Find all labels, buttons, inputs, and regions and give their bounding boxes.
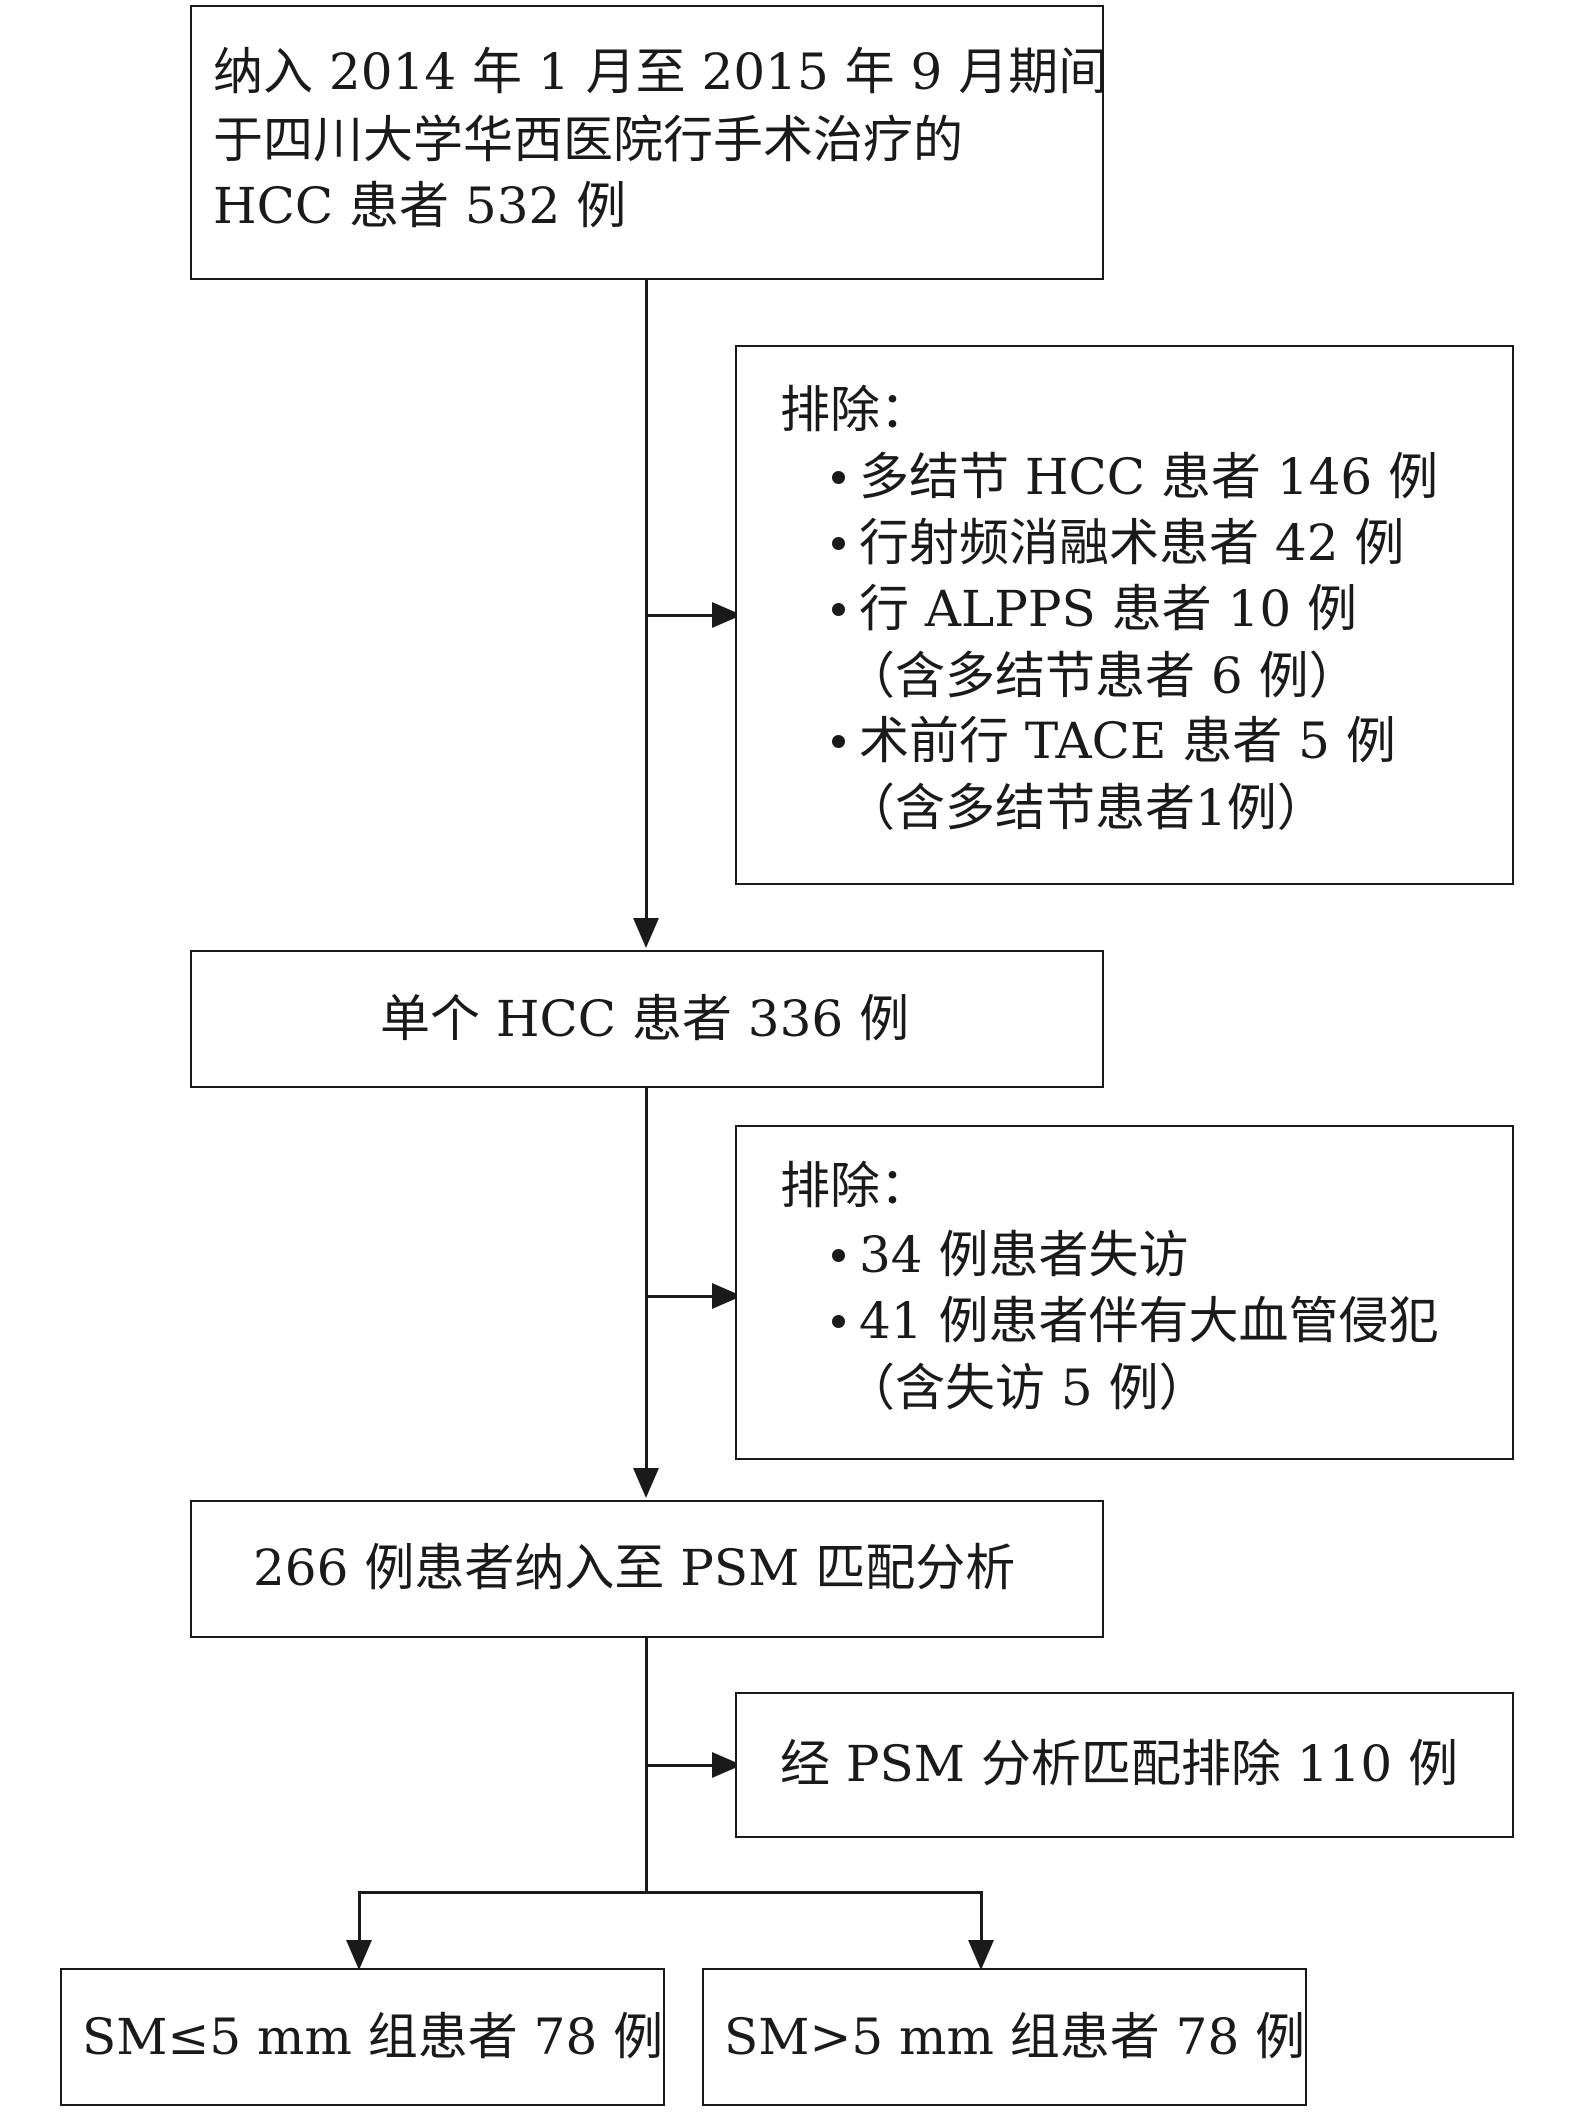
group-right-box (702, 1968, 1307, 2106)
bullet-icon (832, 1248, 845, 1262)
inclusion-line-2: 于四川大学华西医院行手术治疗的 (213, 111, 963, 169)
bullet-icon (832, 602, 845, 616)
exclusion-1-item-3: 行 ALPPS 患者 10 例 (832, 576, 1357, 642)
connector-branch-2 (646, 1295, 716, 1298)
single-hcc-text: 单个 HCC 患者 336 例 (380, 990, 910, 1048)
exclusion-1-note-2: （含多结节患者1例） (845, 779, 1327, 837)
connector-left-drop (358, 1891, 361, 1961)
connector-trunk-1 (645, 280, 648, 920)
connector-right-drop (980, 1891, 983, 1961)
exclusion-3-text: 经 PSM 分析匹配排除 110 例 (780, 1735, 1459, 1793)
group-right-text: SM>5 mm 组患者 78 例 (724, 2008, 1306, 2066)
bullet-icon (832, 1314, 845, 1328)
exclusion-1-note-1: （含多结节患者 6 例） (845, 647, 1359, 705)
connector-split (358, 1891, 983, 1894)
connector-branch-1 (646, 614, 716, 617)
exclusion-box-2 (735, 1125, 1514, 1460)
psm-text: 266 例患者纳入至 PSM 匹配分析 (253, 1539, 1016, 1597)
psm-box (190, 1500, 1104, 1638)
inclusion-line-1: 纳入 2014 年 1 月至 2015 年 9 月期间 (213, 43, 1109, 101)
group-left-box (60, 1968, 665, 2106)
arrow-to-left-group (346, 1940, 372, 1970)
single-hcc-box (190, 950, 1104, 1088)
arrow-to-right-group (968, 1940, 994, 1970)
exclusion-1-item-2: 行射频消融术患者 42 例 (832, 510, 1404, 576)
arrow-to-box3 (633, 1468, 659, 1498)
exclusion-1-item-1: 多结节 HCC 患者 146 例 (832, 444, 1438, 510)
exclusion-box-1 (735, 345, 1514, 885)
connector-branch-3 (646, 1764, 716, 1767)
group-left-text: SM≤5 mm 组患者 78 例 (82, 2008, 664, 2066)
arrow-to-box2 (633, 918, 659, 948)
inclusion-box (190, 5, 1104, 280)
exclusion-1-title: 排除： (780, 381, 930, 439)
exclusion-2-item-2: 41 例患者伴有大血管侵犯 (832, 1288, 1439, 1354)
inclusion-line-3: HCC 患者 532 例 (213, 177, 627, 235)
exclusion-2-note: （含失访 5 例） (845, 1359, 1209, 1417)
bullet-icon (832, 734, 845, 748)
exclusion-2-title: 排除： (780, 1157, 930, 1215)
exclusion-box-3 (735, 1692, 1514, 1838)
exclusion-1-item-4: 术前行 TACE 患者 5 例 (832, 708, 1396, 774)
bullet-icon (832, 470, 845, 484)
exclusion-2-item-1: 34 例患者失访 (832, 1222, 1189, 1288)
bullet-icon (832, 536, 845, 550)
connector-trunk-2 (645, 1088, 648, 1488)
